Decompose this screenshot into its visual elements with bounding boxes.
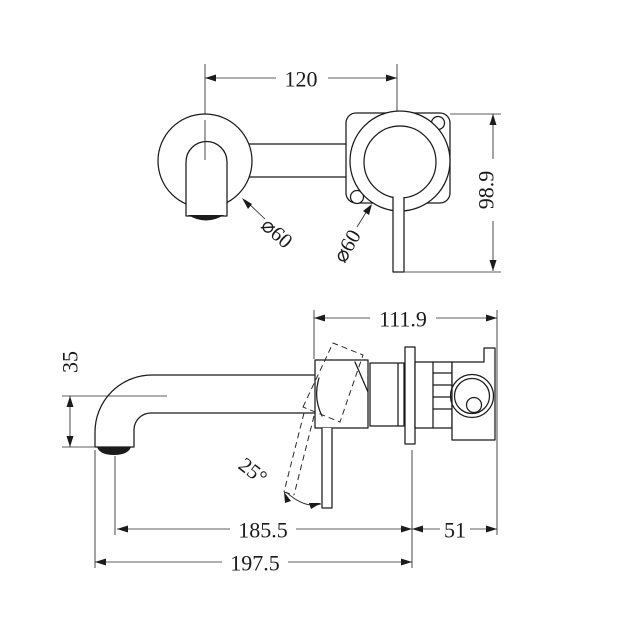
backplate-screw-hole-bottom-left bbox=[349, 189, 365, 205]
dim-25deg-label: 25° bbox=[234, 452, 272, 489]
handle-swing-arc: 25° bbox=[234, 452, 322, 509]
dim-197-5-label: 197.5 bbox=[230, 551, 280, 576]
dim-center-distance: 120 bbox=[205, 67, 397, 92]
dim-overall-height: 98.9 bbox=[402, 113, 501, 273]
handle-base-housing bbox=[314, 359, 369, 429]
handle-base-facet bbox=[354, 361, 369, 393]
dim-120-label: 120 bbox=[285, 67, 318, 92]
handle-rotated-dashed bbox=[283, 342, 364, 496]
callout-mixer-diameter: ⌀60 bbox=[328, 204, 372, 267]
spout-aerator-plan bbox=[188, 215, 224, 221]
side-view: 25° 35 111.9 bbox=[58, 307, 498, 576]
plan-view: 120 98.9 ⌀60 ⌀ bbox=[157, 64, 501, 273]
dim-reach-to-outlet: 185.5 bbox=[117, 518, 412, 543]
dim-51-label: 51 bbox=[444, 518, 466, 543]
callout-spout-diameter: ⌀60 bbox=[242, 198, 298, 253]
dim-spout-diameter-label: ⌀60 bbox=[256, 213, 297, 253]
dim-111-9-label: 111.9 bbox=[379, 307, 427, 332]
dim-185-5-label: 185.5 bbox=[238, 518, 288, 543]
dim-98-9-label: 98.9 bbox=[474, 171, 499, 210]
dim-overall-reach: 197.5 bbox=[95, 551, 412, 576]
valve-body bbox=[451, 347, 496, 441]
dim-inwall-depth: 51 bbox=[412, 518, 497, 543]
spout-aerator-side bbox=[97, 447, 131, 455]
inlet-port-small bbox=[465, 396, 483, 414]
dim-spout-drop: 35 bbox=[58, 351, 83, 447]
dim-mixer-diameter-label: ⌀60 bbox=[328, 225, 366, 266]
spout-plan bbox=[185, 140, 228, 217]
handle-base-curve bbox=[315, 377, 323, 417]
inlet-port-inner bbox=[453, 377, 491, 415]
wall-flange-plate bbox=[404, 346, 416, 445]
spout-side bbox=[94, 374, 317, 448]
cartridge-section bbox=[369, 362, 405, 427]
handle-rod-plan bbox=[392, 197, 405, 273]
inlet-port-outer bbox=[449, 373, 495, 419]
handle-rod-side bbox=[321, 428, 333, 509]
dim-35-label: 35 bbox=[58, 351, 83, 373]
dim-body-length: 111.9 bbox=[313, 307, 497, 359]
